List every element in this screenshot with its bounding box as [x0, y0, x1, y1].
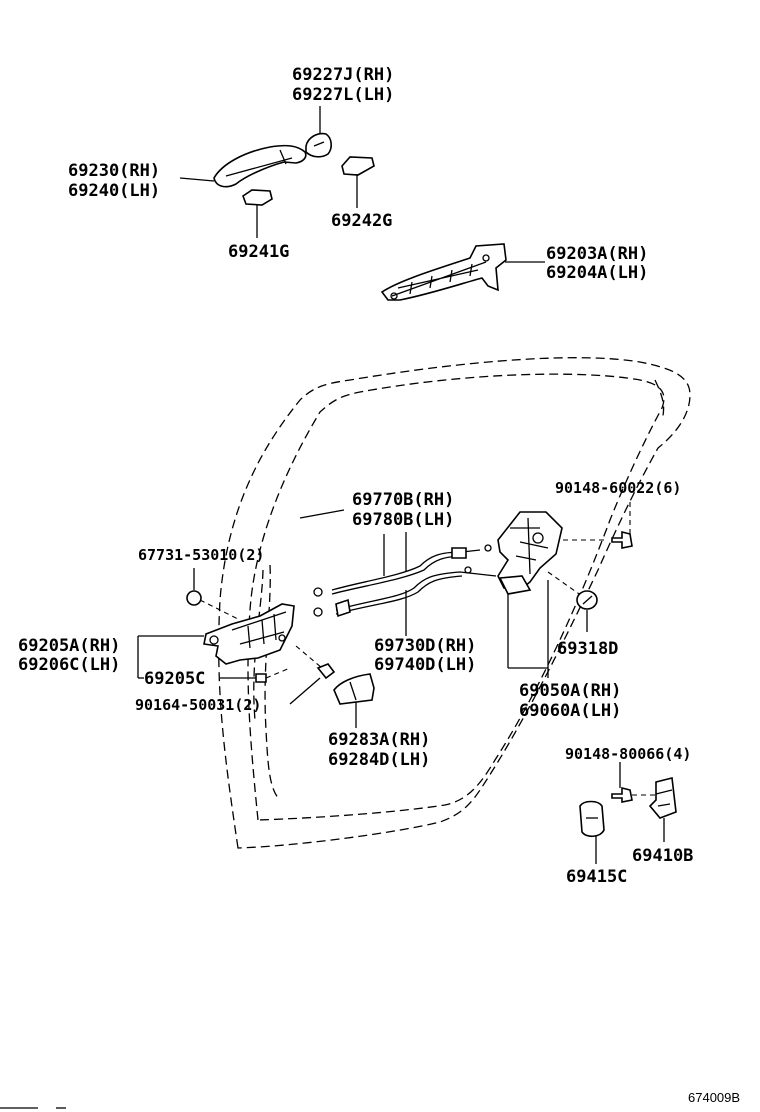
label-69230: 69230(RH): [68, 161, 160, 181]
label-69050a: 69050A(RH): [519, 681, 621, 701]
label-69206c: 69206C(LH): [18, 655, 120, 675]
label-69318d: 69318D: [557, 639, 618, 659]
inside-handle: [137, 603, 323, 683]
lock-grommet: [576, 590, 598, 632]
label-69242g: 69242G: [331, 211, 392, 231]
label-69241g: 69241G: [228, 242, 289, 262]
part-labels: 69227J(RH) 69227L(LH) 69230(RH) 69240(LH…: [18, 65, 740, 1105]
lock-cables: [299, 509, 497, 636]
handle-pad-front: [341, 156, 375, 208]
label-69240: 69240(LH): [68, 181, 160, 201]
trim-clip: [186, 568, 241, 621]
handle-bezel: [333, 673, 375, 728]
label-69284d: 69284D(LH): [328, 750, 430, 770]
label-69205a: 69205A(RH): [18, 636, 120, 656]
handle-pad-rear: [242, 189, 273, 238]
label-69410b: 69410B: [632, 846, 693, 866]
label-69204a: 69204A(LH): [546, 263, 648, 283]
label-69060a: 69060A(LH): [519, 701, 621, 721]
label-69730d: 69730D(RH): [374, 636, 476, 656]
lock-screw: [611, 500, 633, 549]
label-69770b: 69770B(RH): [352, 490, 454, 510]
label-69227j: 69227J(RH): [292, 65, 394, 85]
label-69780b: 69780B(LH): [352, 510, 454, 530]
label-69205c: 69205C: [144, 669, 205, 689]
door-striker: [648, 777, 677, 842]
diagram-code: 674009B: [688, 1090, 740, 1105]
label-69227l: 69227L(LH): [292, 85, 394, 105]
striker-cover: [579, 800, 605, 864]
door-outline: [218, 357, 691, 849]
door-lock-assembly: [497, 511, 604, 678]
label-69283a: 69283A(RH): [328, 730, 430, 750]
label-69740d: 69740D(LH): [374, 655, 476, 675]
label-67731-53010: 67731-53010(2): [138, 546, 264, 564]
label-90148-60022: 90148-60022(6): [555, 479, 681, 497]
label-69415c: 69415C: [566, 867, 627, 887]
handle-cap: [305, 106, 332, 158]
label-90148-80066: 90148-80066(4): [565, 745, 691, 763]
label-69203a: 69203A(RH): [546, 244, 648, 264]
outside-handle-assembly: [380, 243, 545, 301]
striker-screw: [611, 762, 660, 803]
label-90164-50031: 90164-50031(2): [135, 696, 261, 714]
outside-handle-frame: [179, 144, 307, 188]
handle-screw: [289, 663, 336, 705]
